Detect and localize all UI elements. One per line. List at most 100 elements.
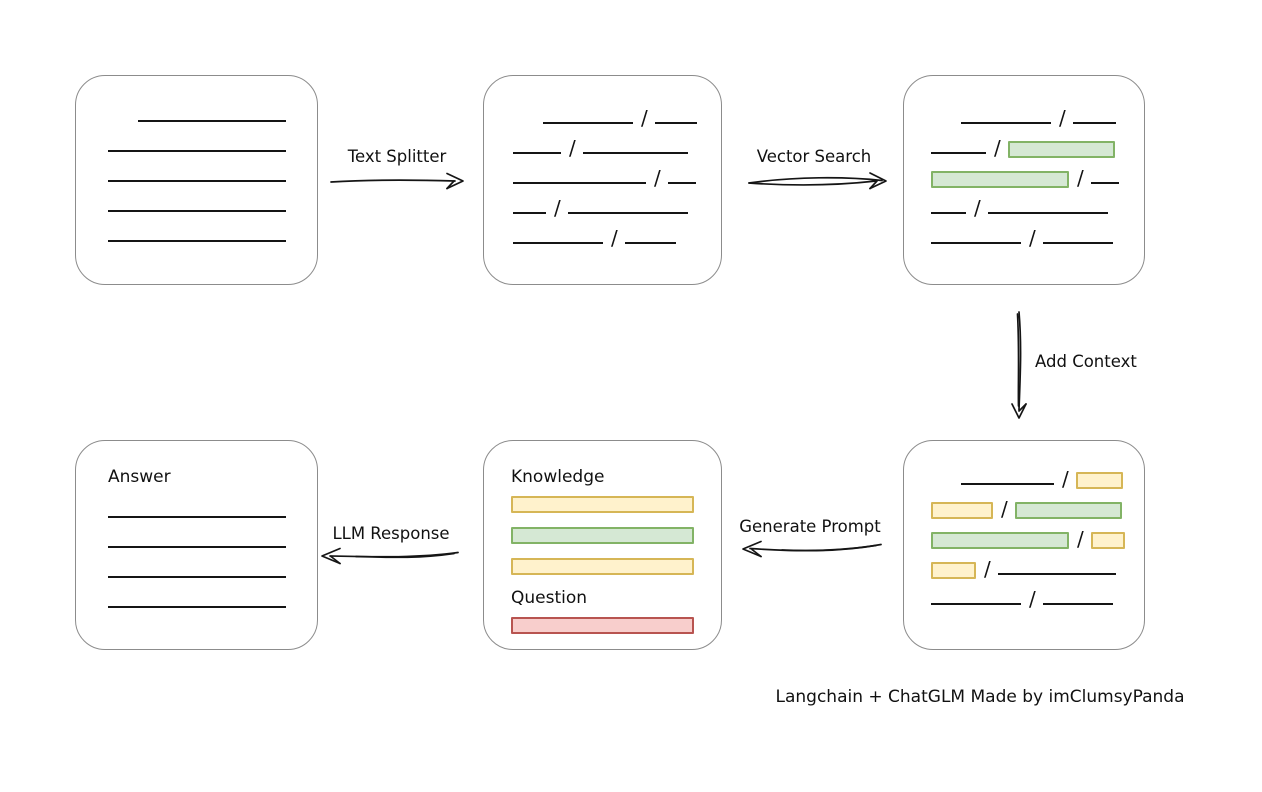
segment-row xyxy=(108,518,317,548)
caption-credit: Langchain + ChatGLM Made by imClumsyPand… xyxy=(775,687,1185,707)
text-line xyxy=(961,483,1054,485)
text-line xyxy=(667,182,696,184)
segment-row: / xyxy=(931,455,1144,489)
segment-row xyxy=(108,488,317,518)
source-document-box xyxy=(75,75,318,285)
segment-row: / xyxy=(931,545,1144,579)
segment-row: / xyxy=(513,154,721,188)
green-highlight-chunk xyxy=(931,171,1069,188)
text-line xyxy=(108,606,286,608)
text-splitter-label: Text Splitter xyxy=(347,147,447,166)
segment-row xyxy=(108,548,317,578)
answer-lines xyxy=(76,488,317,608)
segment-row: / xyxy=(931,184,1144,218)
text-line xyxy=(108,210,286,212)
llm-response-label: LLM Response xyxy=(332,524,450,543)
context-chunks-lines: / / / / / xyxy=(904,441,1144,609)
text-line xyxy=(108,546,286,548)
indent-gap xyxy=(931,484,961,485)
answer-box: Answer xyxy=(75,440,318,650)
slash-separator: / xyxy=(1077,527,1084,551)
text-line xyxy=(1042,603,1113,605)
text-line xyxy=(567,212,688,214)
llm-response-arrow xyxy=(321,547,459,565)
text-line xyxy=(513,152,561,154)
green-chunk-bar xyxy=(511,527,694,544)
indent-gap xyxy=(931,123,961,124)
segment-row xyxy=(108,182,317,212)
text-line xyxy=(931,603,1021,605)
segment-row: / xyxy=(931,485,1144,519)
indent-gap xyxy=(108,121,138,122)
segment-row: / xyxy=(931,154,1144,188)
yellow-highlight-chunk xyxy=(931,562,976,579)
text-line xyxy=(108,576,286,578)
vector-search-arrow xyxy=(748,172,887,190)
text-line xyxy=(1042,242,1113,244)
answer-label: Answer xyxy=(108,467,171,487)
text-line xyxy=(108,180,286,182)
text-line xyxy=(138,120,286,122)
segment-row: / xyxy=(513,94,721,128)
segment-row xyxy=(108,212,317,242)
segment-row: / xyxy=(931,94,1144,128)
text-line xyxy=(513,242,603,244)
vector-search-label: Vector Search xyxy=(756,147,872,166)
yellow-highlight-chunk xyxy=(931,502,993,519)
knowledge-label: Knowledge xyxy=(511,467,605,487)
text-line xyxy=(543,122,633,124)
yellow-highlight-chunk xyxy=(1075,472,1123,489)
text-line xyxy=(997,573,1116,575)
slash-separator: / xyxy=(1001,497,1008,521)
text-line xyxy=(1090,182,1119,184)
question-label: Question xyxy=(511,588,588,608)
text-line xyxy=(654,122,697,124)
segment-row: / xyxy=(931,575,1144,609)
knowledge-bars xyxy=(511,496,721,575)
segment-row: / xyxy=(931,214,1144,248)
yellow-chunk-bar xyxy=(511,496,694,513)
text-line xyxy=(108,150,286,152)
text-line xyxy=(108,240,286,242)
slash-separator: / xyxy=(569,136,576,160)
text-line xyxy=(108,516,286,518)
generate-prompt-arrow xyxy=(742,540,882,558)
text-line xyxy=(931,212,966,214)
slash-separator: / xyxy=(554,196,561,220)
add-context-label: Add Context xyxy=(1035,352,1137,371)
text-line xyxy=(624,242,676,244)
yellow-chunk-bar xyxy=(511,558,694,575)
yellow-highlight-chunk xyxy=(1090,532,1125,549)
slash-separator: / xyxy=(974,196,981,220)
segment-row: / xyxy=(513,124,721,158)
indent-gap xyxy=(513,123,543,124)
matched-chunks-box: ///// xyxy=(903,75,1145,285)
text-line xyxy=(961,122,1051,124)
slash-separator: / xyxy=(611,226,618,250)
slash-separator: / xyxy=(1059,106,1066,130)
text-line xyxy=(513,182,646,184)
green-highlight-chunk xyxy=(1014,502,1122,519)
matched-chunks-lines: ///// xyxy=(904,76,1144,248)
add-context-arrow xyxy=(1011,311,1027,419)
slash-separator: / xyxy=(1029,587,1036,611)
generate-prompt-label: Generate Prompt xyxy=(739,517,881,536)
split-chunks-box: / / / / / xyxy=(483,75,722,285)
segment-row: / xyxy=(513,214,721,248)
text-line xyxy=(513,212,546,214)
prompt-box: Knowledge Question xyxy=(483,440,722,650)
red-chunk-bar xyxy=(511,617,694,634)
slash-separator: / xyxy=(984,557,991,581)
segment-row: / xyxy=(931,515,1144,549)
segment-row xyxy=(108,152,317,182)
context-chunks-box: / / / / / xyxy=(903,440,1145,650)
text-splitter-arrow xyxy=(330,172,464,190)
text-line xyxy=(931,242,1021,244)
text-line xyxy=(1072,122,1116,124)
split-chunks-lines: / / / / / xyxy=(484,76,721,248)
slash-separator: / xyxy=(1077,166,1084,190)
text-line xyxy=(582,152,688,154)
slash-separator: / xyxy=(654,166,661,190)
segment-row xyxy=(108,92,317,122)
slash-separator: / xyxy=(641,106,648,130)
